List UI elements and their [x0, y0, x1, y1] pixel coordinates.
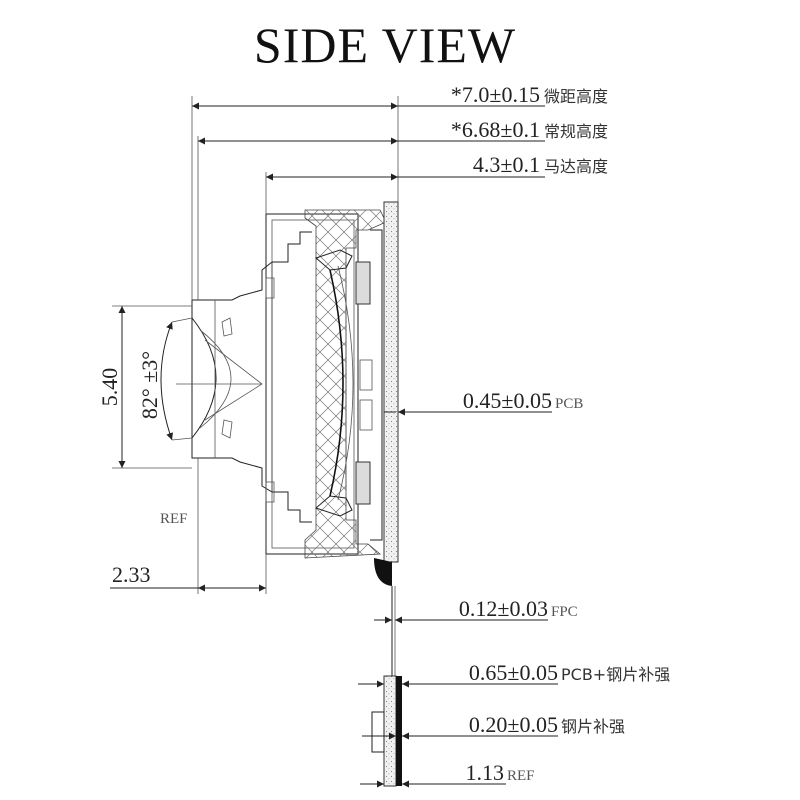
ref-label: REF	[160, 511, 188, 527]
pcb-stiffener-value: 0.65±0.05	[469, 660, 558, 685]
macro-height-value: *7.0±0.15	[451, 82, 540, 107]
pcb-note: PCB	[555, 396, 583, 412]
pcb-value: 0.45±0.05	[463, 388, 552, 413]
fpc-value: 0.12±0.03	[459, 596, 548, 621]
steel-stiffener-note: 钢片补强	[561, 717, 625, 736]
pcb-stiffener-note: PCB+钢片补强	[561, 665, 670, 684]
normal-height-note: 常规高度	[544, 122, 608, 141]
normal-height-value: *6.68±0.1	[451, 117, 540, 142]
drawing-title: SIDE VIEW	[254, 17, 516, 73]
motor-height-note: 马达高度	[544, 157, 608, 176]
stiffener-ref-note: REF	[507, 768, 535, 784]
steel-stiffener-value: 0.20±0.05	[469, 712, 558, 737]
top-dimensions: *7.0±0.15 微距高度 *6.68±0.1 常规高度 4.3±0.1 马达…	[191, 82, 608, 300]
right-dimensions: 0.45±0.05 PCB 0.12±0.03 FPC 0.65±0.05 PC…	[358, 388, 670, 788]
motor-height-value: 4.3±0.1	[473, 152, 540, 177]
offset-dimension: 2.33	[110, 458, 267, 594]
offset-value: 2.33	[112, 562, 151, 587]
stiffener-ref-value: 1.13	[466, 760, 505, 785]
macro-height-note: 微距高度	[544, 87, 608, 106]
fov-value: 82° ±3°	[137, 351, 162, 419]
lens-diameter-value: 5.40	[97, 368, 122, 407]
lens-dimensions: 5.40 82° ±3° REF	[97, 305, 262, 527]
camera-module	[191, 201, 402, 787]
fpc-note: FPC	[551, 604, 578, 620]
